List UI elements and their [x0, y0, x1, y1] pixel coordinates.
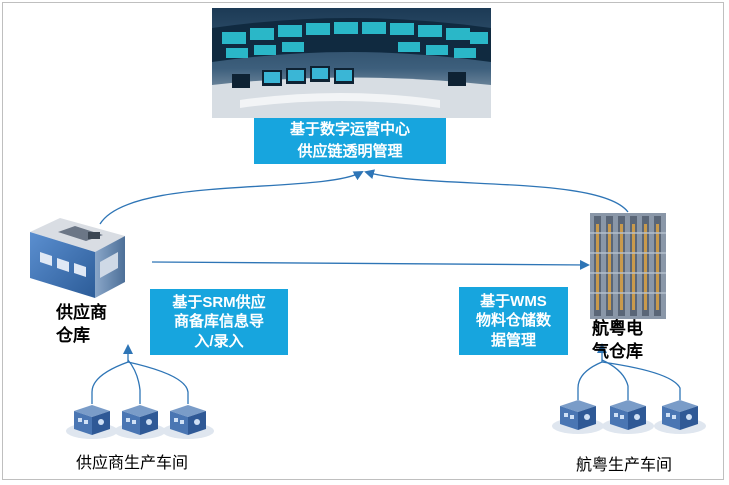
- flow-arrows: [91, 169, 681, 404]
- arrow-workshop1-hangyue: [577, 361, 603, 400]
- factory-icon: [552, 400, 604, 434]
- supplier-warehouse-label: 供应商 仓库: [56, 302, 107, 348]
- diagram-frame: [2, 2, 724, 480]
- supplier-workshop-label: 供应商生产车间: [76, 455, 189, 472]
- wms-box: 基于WMS 物料仓储数 据管理: [459, 287, 568, 355]
- arrow-supplier-to-hangyue: [151, 259, 590, 270]
- srm-box: 基于SRM供应 商备库信息导 入/录入: [150, 289, 288, 355]
- factory-icon: [654, 400, 706, 434]
- factory-icon: [162, 405, 214, 439]
- factory-icon: [602, 400, 654, 434]
- arrow-supplier-to-center: [99, 171, 364, 225]
- wms-box-line3: 据管理: [490, 331, 536, 349]
- arrow-workshop3-supplier: [127, 361, 189, 404]
- srm-box-line2: 商备库信息导: [173, 313, 264, 331]
- factory-icon: [66, 405, 118, 439]
- supplier-warehouse-icon: [30, 218, 125, 298]
- supplier-warehouse-line2: 仓库: [56, 325, 90, 345]
- digital-ops-center-line2: 供应链透明管理: [297, 143, 403, 160]
- hangyue-warehouse-line1: 航粤电: [592, 319, 643, 338]
- hangyue-warehouse-label: 航粤电 气仓库: [592, 318, 643, 364]
- hangyue-workshop-label: 航粤生产车间: [576, 457, 673, 474]
- hangyue-warehouse-line2: 气仓库: [592, 341, 643, 361]
- arrow-hangyue-to-center: [364, 169, 629, 213]
- hangyue-warehouse-image: [590, 213, 666, 319]
- srm-box-line3: 入/录入: [194, 332, 244, 350]
- wms-box-line1: 基于WMS: [480, 292, 547, 310]
- hangyue-workshop-icons: [552, 400, 706, 434]
- srm-box-line1: 基于SRM供应: [172, 293, 266, 311]
- digital-ops-center-box: 基于数字运营中心 供应链透明管理: [254, 118, 446, 164]
- arrow-workshop1-supplier: [91, 361, 129, 404]
- digital-ops-center-line1: 基于数字运营中心: [289, 121, 410, 139]
- control-room-image: [212, 8, 491, 118]
- supplier-warehouse-line1: 供应商: [56, 303, 107, 322]
- factory-icon: [114, 405, 166, 439]
- supplier-workshop-icons: [66, 405, 214, 439]
- arrow-workshop2-supplier: [127, 359, 141, 404]
- wms-box-line2: 物料仓储数: [475, 312, 551, 330]
